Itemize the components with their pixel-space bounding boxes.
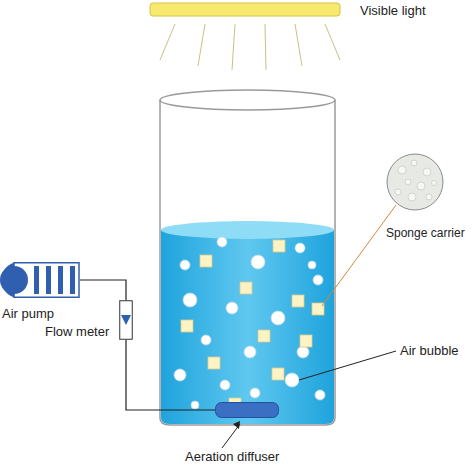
beaker bbox=[160, 100, 335, 425]
leader-arrow bbox=[222, 424, 240, 448]
tube-line bbox=[126, 340, 215, 410]
meter-body bbox=[120, 301, 133, 340]
arrow-head bbox=[233, 421, 240, 429]
water bbox=[161, 230, 334, 424]
part-shape bbox=[215, 402, 279, 418]
light-rays bbox=[160, 24, 340, 70]
part-label: Flow meter bbox=[45, 324, 109, 339]
pump-bar bbox=[34, 266, 39, 294]
air-tube bbox=[80, 280, 126, 300]
meter-float bbox=[121, 315, 131, 325]
equipment-part: Aeration diffuser bbox=[215, 402, 279, 418]
leader-line bbox=[299, 351, 396, 380]
annotation-label: Visible light bbox=[360, 3, 426, 18]
part-label: Air pump bbox=[2, 306, 54, 321]
leader-line bbox=[322, 205, 396, 306]
water-surface bbox=[161, 221, 334, 239]
air-tube bbox=[126, 340, 215, 410]
part-shape bbox=[119, 300, 133, 340]
equipment-part: Flow meter bbox=[119, 300, 133, 340]
annotation-label: Sponge carrier bbox=[386, 226, 465, 241]
pump-bar bbox=[58, 266, 63, 294]
light-source bbox=[150, 3, 340, 16]
pump-motor bbox=[0, 266, 28, 294]
annotation-label: Air bubble bbox=[400, 343, 459, 358]
beaker-rim bbox=[160, 90, 335, 110]
sponge-carriers bbox=[181, 240, 324, 410]
diffuser-body bbox=[216, 403, 279, 418]
pump-bar bbox=[46, 266, 51, 294]
tube-line bbox=[80, 280, 126, 300]
pump-bar bbox=[70, 266, 75, 294]
part-label: Aeration diffuser bbox=[185, 449, 279, 464]
air-bubbles bbox=[174, 237, 325, 409]
part-shape bbox=[0, 262, 80, 298]
equipment-part: Air pump bbox=[0, 262, 80, 298]
sponge-inset bbox=[387, 154, 443, 210]
